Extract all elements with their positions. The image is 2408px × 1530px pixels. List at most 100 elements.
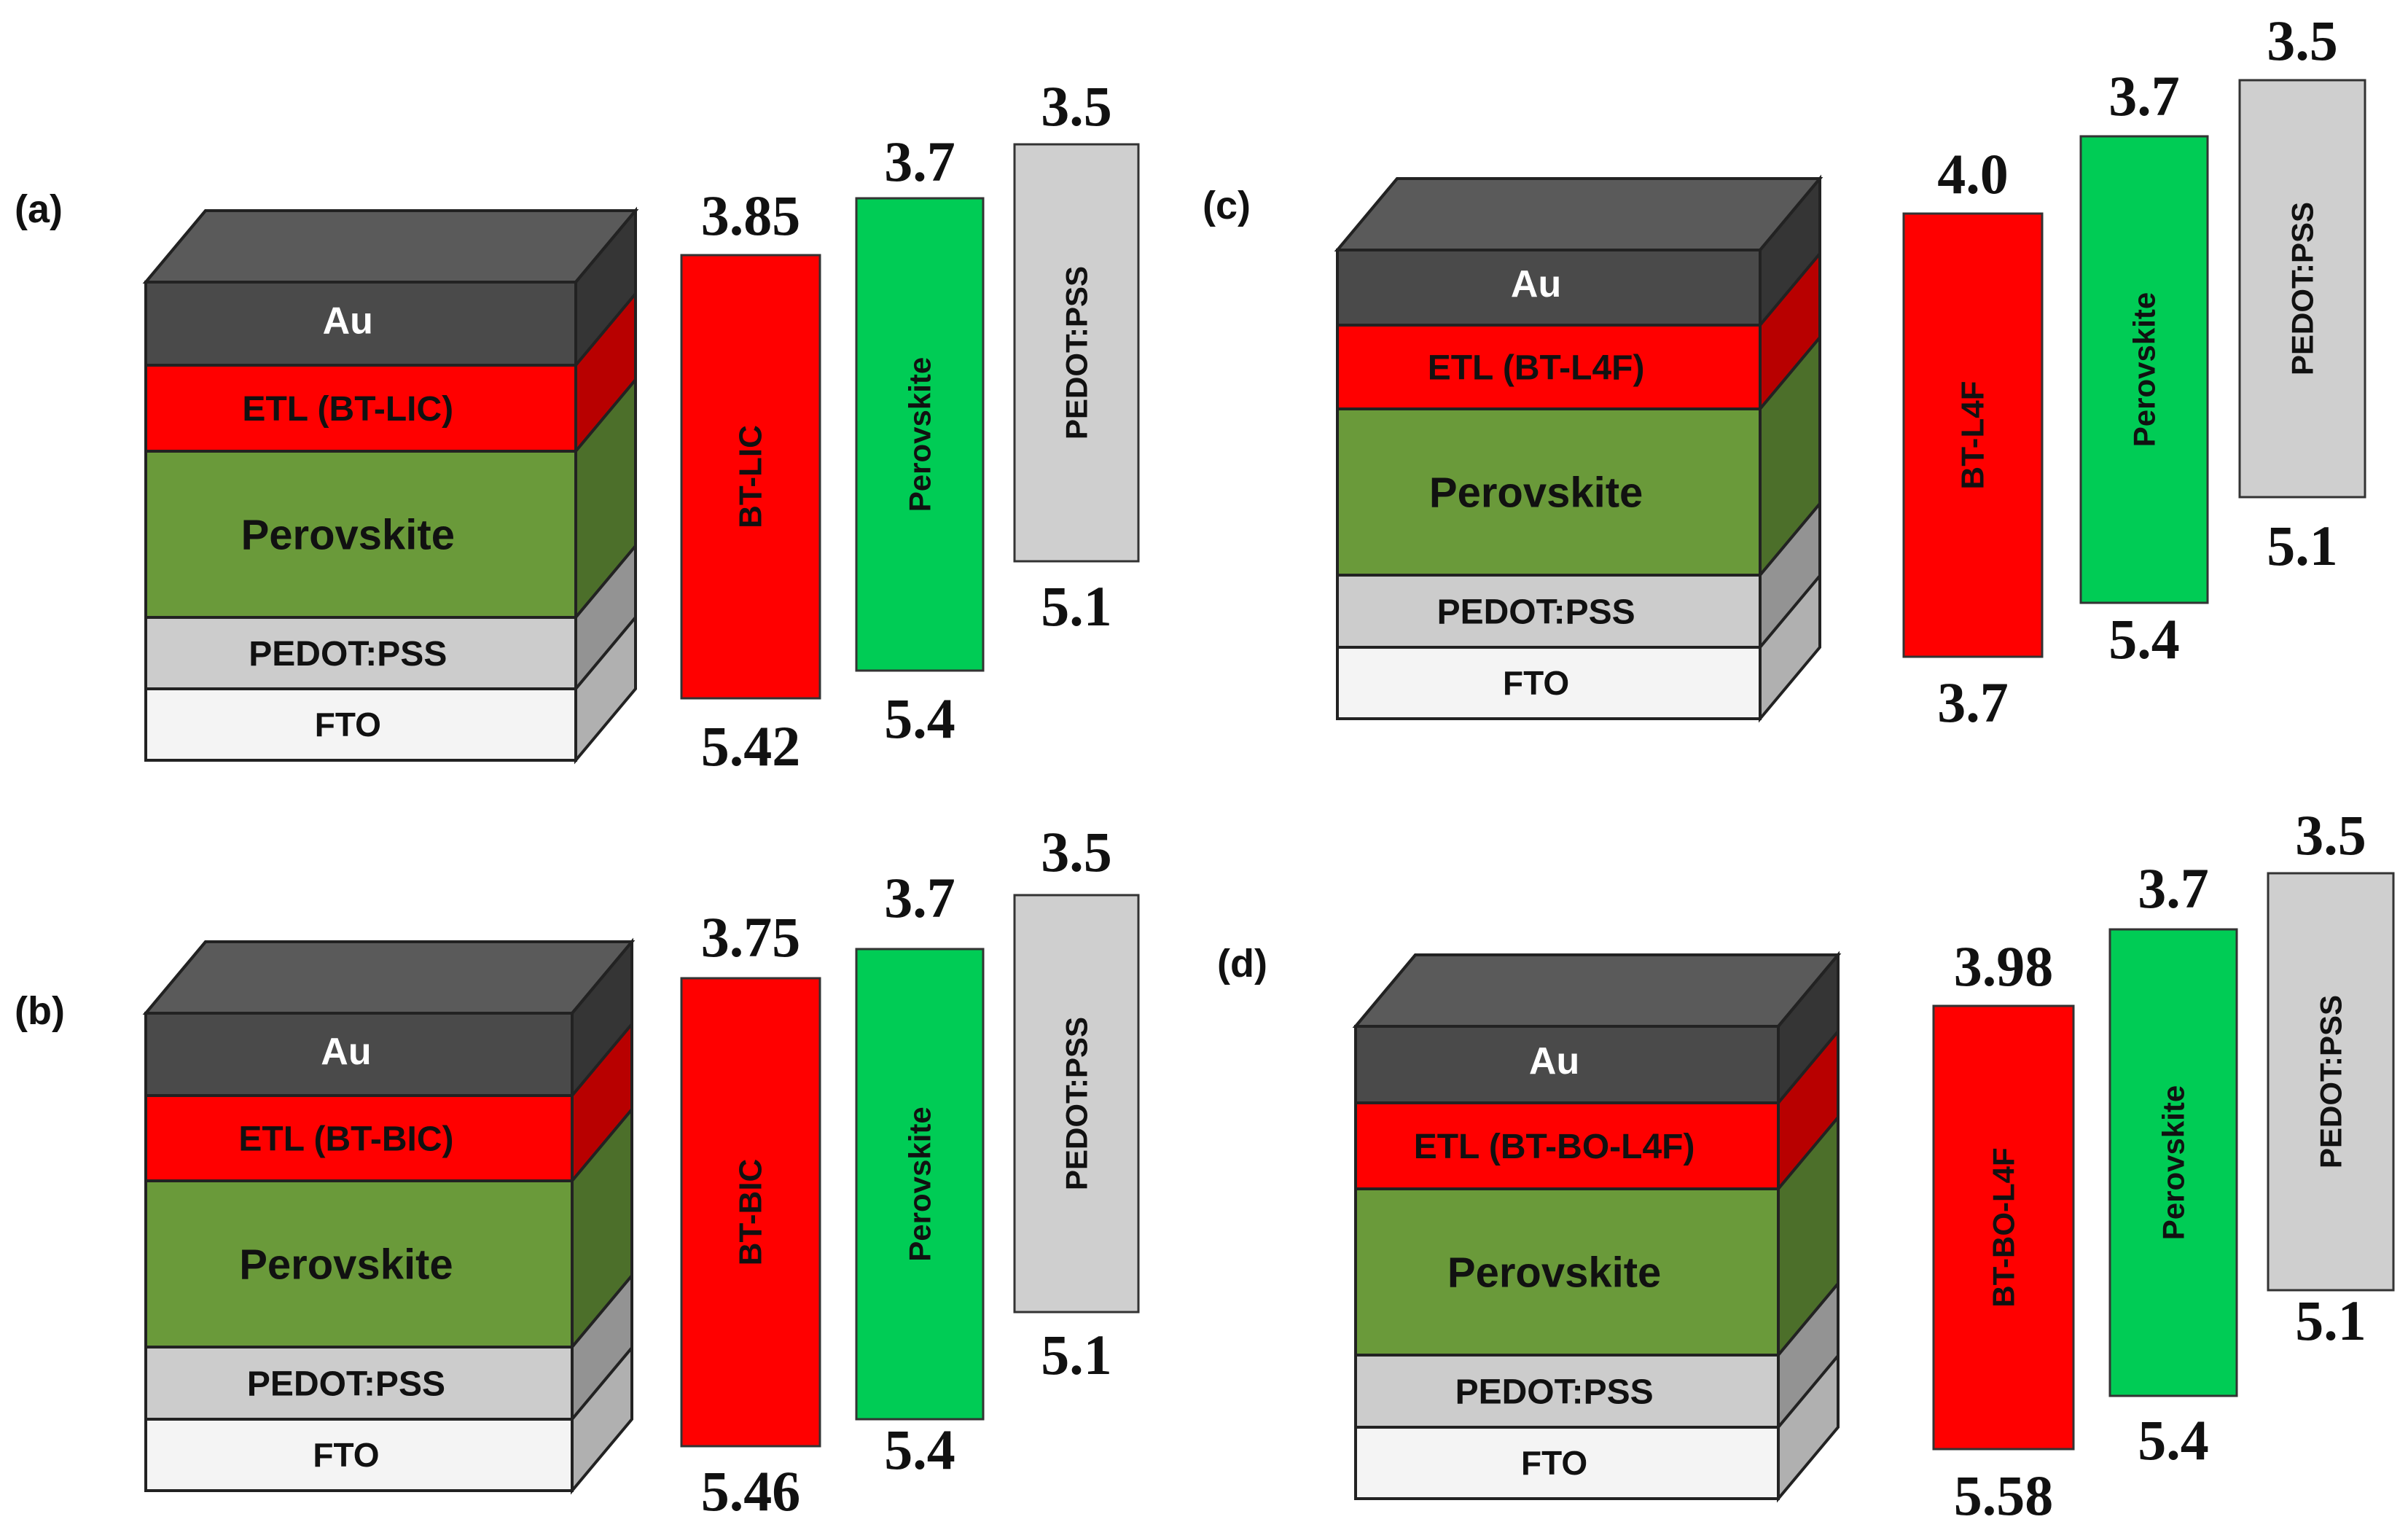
energy-bar [1932, 1004, 2075, 1451]
energy-bar [2108, 928, 2238, 1397]
stack-top-face [142, 940, 636, 1015]
lumo-value: 3.5 [1041, 820, 1112, 883]
layer-pedot-pss-label: PEDOT:PSS [249, 635, 447, 674]
panel-tag: (c) [1203, 184, 1251, 227]
layer-perovskite-label: Perovskite [239, 1241, 453, 1288]
layer-au-label: Au [1529, 1040, 1579, 1082]
energy-bar [1013, 143, 1140, 563]
energy-bar-etl: BT-BO-L4F 3.98 5.58 [1932, 934, 2075, 1527]
energy-bar [2238, 79, 2366, 499]
energy-bar [680, 254, 821, 700]
lumo-value: 3.85 [701, 184, 801, 247]
layer-perovskite [144, 1179, 574, 1348]
energy-bar-label: Perovskite [2127, 292, 2162, 447]
layer-fto [1354, 1426, 1780, 1500]
layer-etl [144, 1094, 574, 1182]
layer-perovskite [144, 450, 577, 619]
energy-bar-pedot-pss: PEDOT:PSS 3.5 5.1 [1013, 820, 1140, 1386]
layer-au [144, 281, 577, 367]
layer-pedot-pss [144, 616, 577, 690]
energy-bar-label: BT-BO-L4F [1987, 1147, 2021, 1307]
homo-value: 5.4 [2138, 1408, 2209, 1472]
layer-etl-label: ETL (BT-LIC) [242, 390, 453, 429]
lumo-value: 3.7 [2138, 856, 2209, 920]
homo-value: 5.46 [701, 1459, 801, 1523]
layer-fto-label: FTO [1503, 664, 1569, 702]
energy-bar-label: PEDOT:PSS [2314, 995, 2348, 1168]
homo-value: 5.1 [2267, 514, 2338, 577]
energy-bar [855, 197, 985, 672]
energy-bar [2079, 135, 2209, 604]
panel-tag: (a) [15, 187, 63, 231]
energy-bar-label: PEDOT:PSS [1060, 1017, 1094, 1190]
homo-value: 3.7 [1937, 671, 2009, 734]
energy-bar-label: Perovskite [903, 357, 937, 512]
lumo-value: 3.7 [884, 866, 955, 929]
energy-bar-etl: BT-L4F 4.0 3.7 [1902, 142, 2044, 734]
layer-au-label: Au [321, 1031, 371, 1073]
homo-value: 5.1 [1041, 574, 1112, 638]
energy-bar-label: BT-LIC [733, 425, 769, 528]
homo-value: 5.42 [701, 714, 801, 778]
lumo-value: 3.7 [2108, 64, 2180, 128]
energy-bar-label: Perovskite [2157, 1085, 2191, 1240]
energy-bar-perovskite: Perovskite 3.7 5.4 [2079, 64, 2209, 671]
lumo-value: 3.5 [2267, 9, 2338, 72]
layer-pedot-pss [144, 1346, 574, 1421]
layer-perovskite-label: Perovskite [1447, 1249, 1661, 1296]
layer-etl [1336, 324, 1762, 410]
layer-fto [144, 687, 577, 762]
layer-au-label: Au [323, 300, 373, 343]
lumo-value: 3.98 [1954, 934, 2054, 998]
homo-value: 5.4 [2108, 607, 2180, 671]
stack-top-face [142, 209, 639, 284]
layer-au [1336, 249, 1762, 327]
energy-bar-etl: BT-LIC 3.85 5.42 [680, 184, 821, 778]
homo-value: 5.58 [1954, 1464, 2054, 1527]
layer-etl-label: ETL (BT-L4F) [1428, 348, 1645, 387]
layer-etl-label: ETL (BT-BO-L4F) [1414, 1128, 1695, 1166]
homo-value: 5.1 [2295, 1289, 2366, 1352]
lumo-value: 3.5 [2295, 803, 2366, 867]
lumo-value: 4.0 [1937, 142, 2009, 206]
energy-bar-pedot-pss: PEDOT:PSS 3.5 5.1 [2238, 9, 2366, 577]
layer-pedot-pss [1336, 574, 1762, 649]
energy-bar-label: PEDOT:PSS [1060, 266, 1094, 440]
layer-fto-label: FTO [313, 1436, 379, 1474]
layer-pedot-pss-label: PEDOT:PSS [1455, 1373, 1654, 1411]
energy-bar [1013, 894, 1140, 1314]
energy-bar [2267, 872, 2395, 1292]
energy-bar-pedot-pss: PEDOT:PSS 3.5 5.1 [1013, 74, 1140, 638]
layer-etl-label: ETL (BT-BIC) [238, 1120, 453, 1158]
lumo-value: 3.7 [884, 130, 955, 193]
layer-pedot-pss-label: PEDOT:PSS [1437, 593, 1635, 631]
lumo-value: 3.75 [701, 905, 801, 969]
layer-pedot-pss-label: PEDOT:PSS [247, 1365, 445, 1403]
layer-perovskite [1336, 407, 1762, 577]
energy-bar-label: PEDOT:PSS [2286, 202, 2320, 375]
energy-bar-perovskite: Perovskite 3.7 5.4 [2108, 856, 2238, 1472]
homo-value: 5.1 [1041, 1323, 1112, 1386]
energy-bar-label: BT-L4F [1955, 380, 1991, 489]
layer-pedot-pss [1354, 1354, 1780, 1429]
layer-fto [144, 1418, 574, 1492]
stack-top-face [1352, 953, 1842, 1028]
lumo-value: 3.5 [1041, 74, 1112, 138]
layer-fto [1336, 646, 1762, 720]
energy-bar [680, 977, 821, 1448]
layer-fto-label: FTO [1521, 1444, 1587, 1482]
stack-top-face [1334, 177, 1823, 251]
homo-value: 5.4 [884, 1418, 955, 1481]
panel-tag: (b) [15, 989, 65, 1033]
